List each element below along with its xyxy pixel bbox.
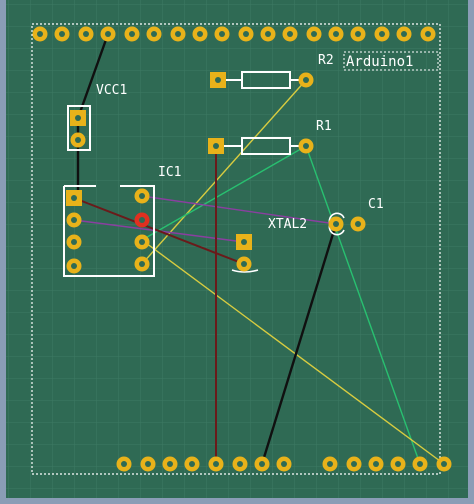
- pad-hole: [71, 217, 77, 223]
- pad-hole: [243, 31, 249, 37]
- pad-hole: [351, 461, 357, 467]
- pad-hole: [71, 263, 77, 269]
- pad-hole: [145, 461, 151, 467]
- pad-hole: [213, 461, 219, 467]
- vcc-connector-outline: [67, 105, 91, 151]
- trace-black: [76, 33, 110, 119]
- label-c1: C1: [368, 197, 384, 212]
- pad-hole: [189, 461, 195, 467]
- cap-outline: [231, 269, 259, 273]
- traces: [76, 33, 338, 465]
- pads[interactable]: [32, 26, 452, 472]
- pad-hole: [333, 31, 339, 37]
- pad-hole: [83, 31, 89, 37]
- pad-hole: [139, 239, 145, 245]
- pad-hole: [237, 461, 243, 467]
- pad-hole: [303, 77, 309, 83]
- pad-hole: [71, 195, 77, 201]
- label-arduino: Arduino1: [346, 54, 413, 70]
- pad-hole: [197, 31, 203, 37]
- pad-hole: [265, 31, 271, 37]
- pad-hole: [355, 31, 361, 37]
- label-r2: R2: [318, 53, 334, 68]
- pad-hole: [311, 31, 317, 37]
- pad-hole: [441, 461, 447, 467]
- pad-hole: [241, 261, 247, 267]
- pad-hole: [355, 221, 361, 227]
- pad-hole: [105, 31, 111, 37]
- pad-hole: [417, 461, 423, 467]
- pad-hole: [333, 221, 339, 227]
- ratsnest-line: [141, 239, 445, 465]
- pad-hole: [425, 31, 431, 37]
- pad-hole: [303, 143, 309, 149]
- trace-black: [260, 223, 338, 465]
- pad-hole: [241, 239, 247, 245]
- pad-hole: [401, 31, 407, 37]
- pad-hole: [59, 31, 65, 37]
- label-ic: IC1: [158, 165, 181, 180]
- pad-hole: [151, 31, 157, 37]
- pad-hole: [379, 31, 385, 37]
- pad-hole: [213, 143, 219, 149]
- pad-hole: [259, 461, 265, 467]
- ic-outline: [63, 185, 155, 277]
- pad-hole: [175, 31, 181, 37]
- label-vcc: VCC1: [96, 83, 127, 98]
- ratsnest-line: [141, 195, 337, 225]
- pad-hole: [395, 461, 401, 467]
- ratsnest-line: [141, 145, 307, 241]
- ratsnest-line: [141, 79, 307, 265]
- pad-hole: [71, 239, 77, 245]
- pad-hole: [139, 193, 145, 199]
- pad-hole: [139, 261, 145, 267]
- pad-hole: [139, 217, 145, 223]
- pad-hole: [327, 461, 333, 467]
- pad-hole: [167, 461, 173, 467]
- pad-hole: [75, 115, 81, 121]
- pad-hole: [219, 31, 225, 37]
- label-xtal: XTAL2: [268, 217, 307, 232]
- pad-hole: [215, 77, 221, 83]
- pad-hole: [373, 461, 379, 467]
- pad-hole: [129, 31, 135, 37]
- pad-hole: [75, 137, 81, 143]
- ratsnest-line: [305, 145, 421, 465]
- pad-hole: [121, 461, 127, 467]
- board-outline: [31, 23, 441, 475]
- pad-hole: [281, 461, 287, 467]
- pad-hole: [287, 31, 293, 37]
- pad-hole: [37, 31, 43, 37]
- label-r1: R1: [316, 119, 332, 134]
